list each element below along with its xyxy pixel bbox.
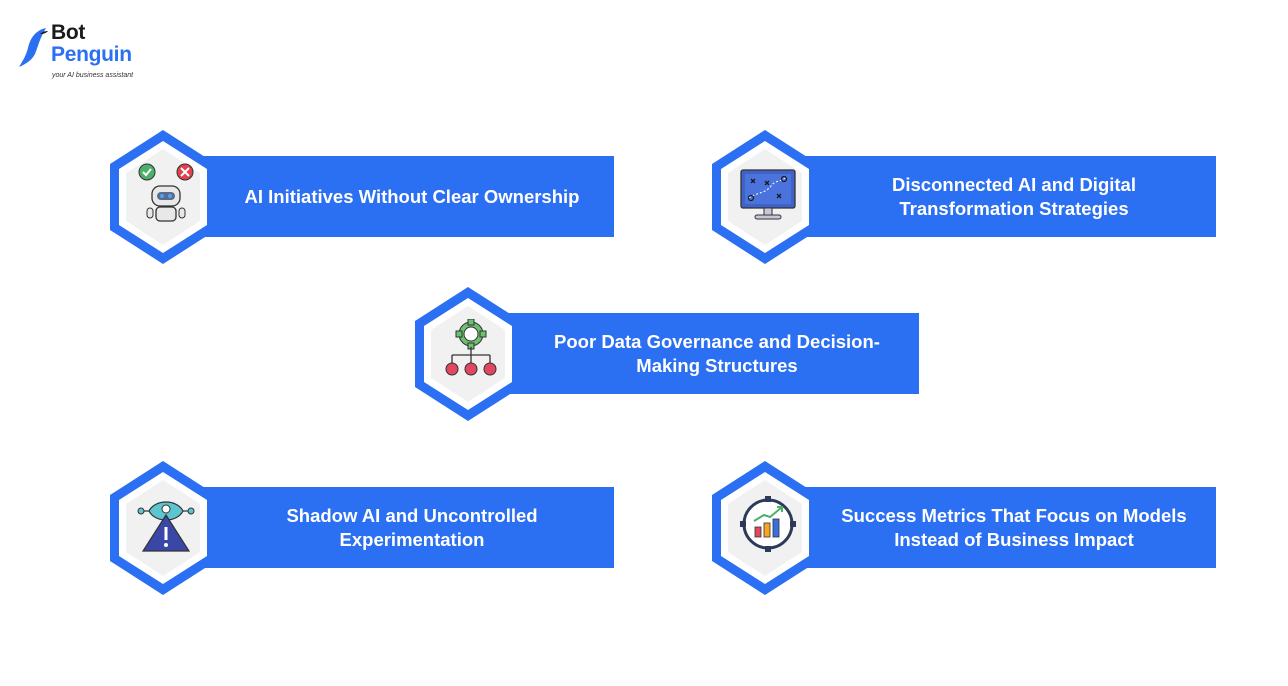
- challenge-card-4: Shadow AI and Uncontrolled Experimentati…: [108, 460, 618, 600]
- challenge-card-3: Poor Data Governance and Decision-Making…: [413, 286, 923, 426]
- card-banner: [188, 487, 614, 568]
- card-label: AI Initiatives Without Clear Ownership: [244, 185, 580, 207]
- brand-logo: Bot Penguin your AI business assistant: [18, 22, 158, 84]
- challenge-card-1: AI Initiatives Without Clear Ownership: [108, 129, 618, 269]
- penguin-logo-icon: [19, 28, 48, 67]
- challenge-card-5: Success Metrics That Focus on Models Ins…: [710, 460, 1220, 600]
- brand-name-line2: Penguin: [51, 43, 132, 66]
- warning-eye-icon: [137, 501, 195, 552]
- card-label: Poor Data Governance and Decision-Making…: [554, 330, 880, 376]
- card-banner: [790, 156, 1216, 237]
- brand-name-line1: Bot: [51, 21, 86, 44]
- gear-hierarchy-icon: [445, 319, 497, 376]
- challenge-card-2: Disconnected AI and Digital Transformati…: [710, 129, 1220, 269]
- hexagon-frame: [415, 287, 521, 421]
- card-label: Shadow AI and Uncontrolled Experimentati…: [286, 504, 538, 550]
- strategy-monitor-icon: [740, 169, 796, 220]
- card-banner: [493, 313, 919, 394]
- card-label: Disconnected AI and Digital Transformati…: [892, 173, 1136, 219]
- growth-chart-icon: [740, 496, 796, 552]
- brand-tagline: your AI business assistant: [52, 72, 134, 79]
- card-banner: [790, 487, 1216, 568]
- robot-decision-icon: [138, 163, 194, 222]
- card-banner: [188, 156, 614, 237]
- card-label: Success Metrics That Focus on Models Ins…: [841, 504, 1187, 550]
